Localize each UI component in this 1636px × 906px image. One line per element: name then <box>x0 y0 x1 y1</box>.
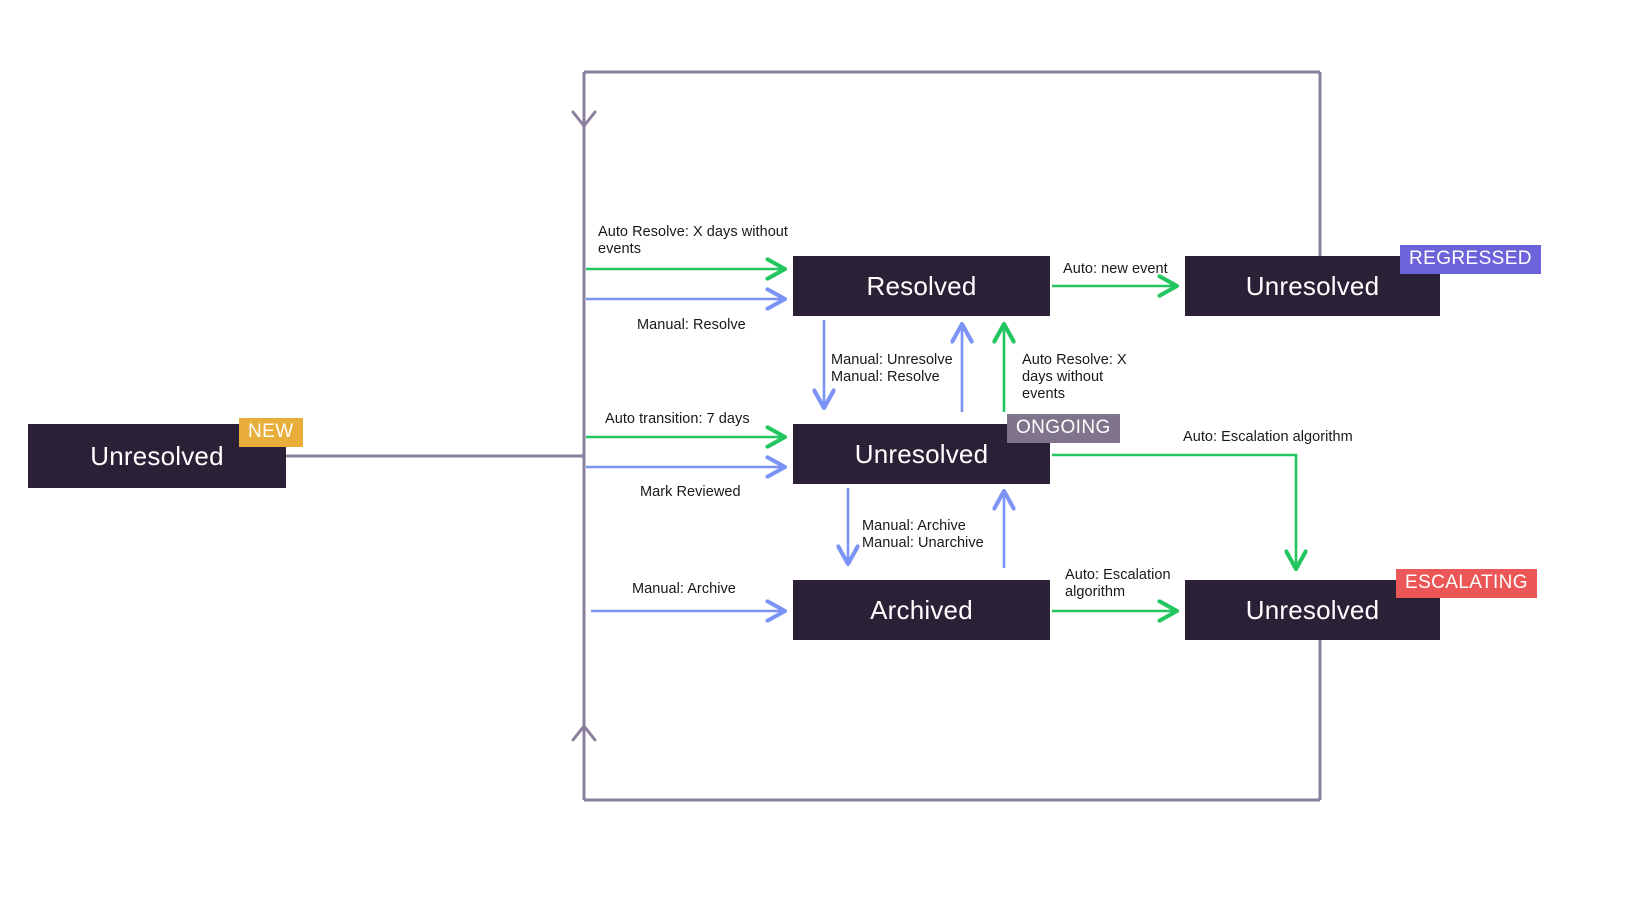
state-node-label: Unresolved <box>1245 270 1380 301</box>
status-badge-regressed: REGRESSED <box>1400 245 1541 274</box>
edge-label-auto-escalation-algorithm: Auto: Escalation algorithm <box>1065 567 1171 600</box>
state-node-label: Unresolved <box>90 440 224 471</box>
arrowhead-trunk-up-icon <box>571 724 597 742</box>
state-node-label: Resolved <box>866 270 977 301</box>
arrowhead-trunk-down-icon <box>571 110 597 128</box>
edge-label-auto-escalation-algorithm-top: Auto: Escalation algorithm <box>1183 429 1353 445</box>
state-node-label: Unresolved <box>1245 594 1380 625</box>
edge-label-auto-transition-7-days: Auto transition: 7 days <box>605 411 750 427</box>
edge-label-manual-unresolve-resolve: Manual: Unresolve Manual: Resolve <box>831 352 953 385</box>
state-node-resolved[interactable]: Resolved <box>793 256 1050 316</box>
edge-auto-escalation-ongoing <box>1052 453 1296 568</box>
edge-label-manual-archive: Manual: Archive <box>632 581 736 597</box>
edge-label-manual-resolve: Manual: Resolve <box>637 317 746 333</box>
state-node-regressed-unresolved[interactable]: Unresolved <box>1185 256 1440 316</box>
edge-routing-arrowheads <box>571 110 597 742</box>
state-node-label: Unresolved <box>854 438 989 469</box>
status-badge-new: NEW <box>239 418 303 447</box>
status-badge-ongoing: ONGOING <box>1007 414 1120 443</box>
state-node-archived[interactable]: Archived <box>793 580 1050 640</box>
state-node-ongoing-unresolved[interactable]: Unresolved <box>793 424 1050 484</box>
edge-label-mark-reviewed: Mark Reviewed <box>640 484 741 500</box>
status-badge-escalating: ESCALATING <box>1396 569 1537 598</box>
edge-label-auto-new-event: Auto: new event <box>1063 261 1168 277</box>
edge-label-auto-resolve-x-days-ongoing: Auto Resolve: X days without events <box>1022 352 1127 402</box>
edge-label-auto-resolve-x-days: Auto Resolve: X days without events <box>598 224 788 257</box>
edge-label-manual-archive-unarchive: Manual: Archive Manual: Unarchive <box>862 518 984 551</box>
state-node-label: Archived <box>870 594 973 625</box>
